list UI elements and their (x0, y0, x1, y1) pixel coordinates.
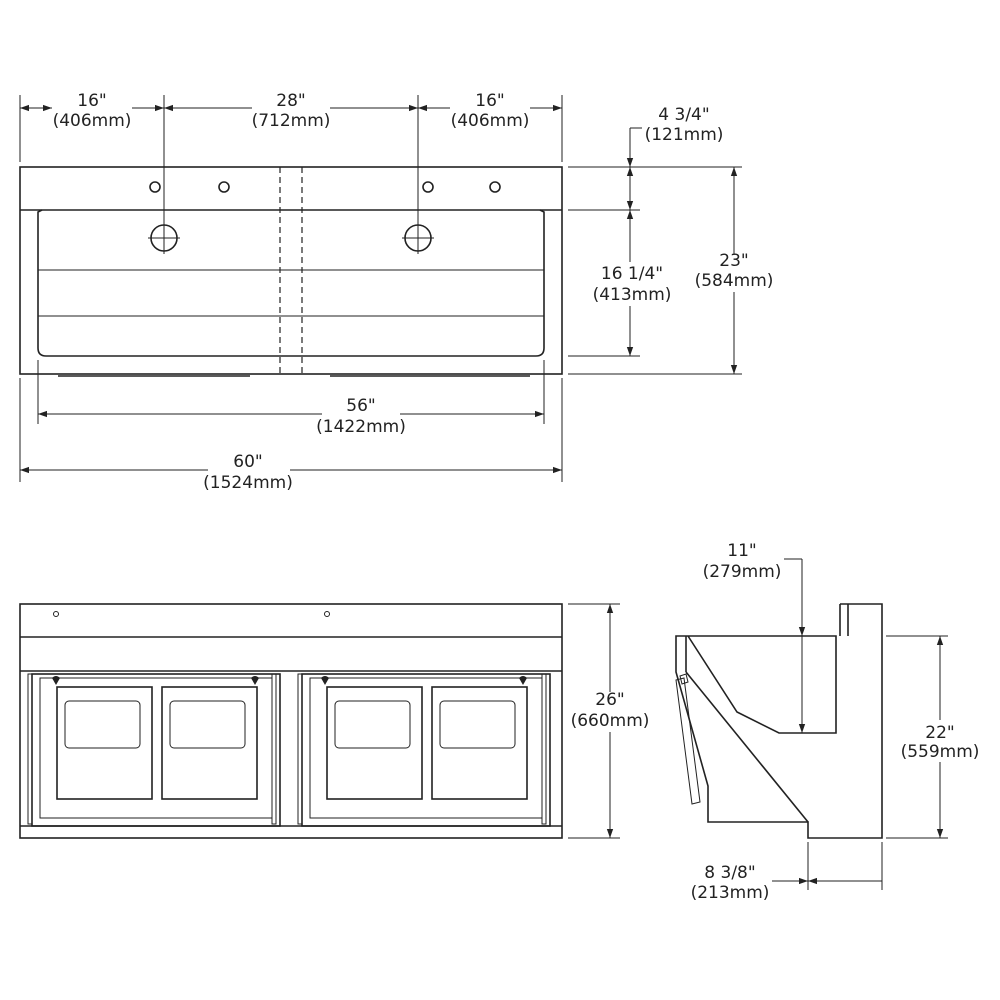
dim-front-height-mm: (660mm) (571, 711, 650, 731)
front-outline (19, 603, 563, 839)
dim-depth-mm: (584mm) (695, 271, 774, 291)
access-panel (431, 686, 528, 800)
mount-hole-icon (324, 611, 330, 617)
sensor-icon (52, 676, 60, 685)
dim-side-bottom-inches: 8 3/8" (704, 863, 755, 883)
dim-back-inches: 4 3/4" (658, 105, 709, 125)
access-panel (56, 686, 153, 800)
dim-left-mm: (406mm) (53, 111, 132, 131)
dim-side-bottom-mm: (213mm) (691, 883, 770, 903)
dim-side-top-mm: (279mm) (703, 562, 782, 582)
dim-side-top-inches: 11" (727, 541, 756, 561)
dim-center-mm: (712mm) (252, 111, 331, 131)
dim-inner-mm: (1422mm) (316, 417, 406, 437)
top-view: 16" (406mm) 28" (712mm) 16" (406mm) 4 3/… (19, 91, 774, 493)
dim-side-height-mm: (559mm) (901, 742, 980, 762)
faucet-hole-icon (149, 181, 161, 193)
dim-basin-mm: (413mm) (593, 285, 672, 305)
dim-left-inches: 16" (77, 91, 106, 111)
basin-outline (37, 209, 545, 357)
sensor-icon (321, 676, 329, 685)
side-view: 11" (279mm) 22" (559mm) 8 3/8" (213mm) (675, 541, 980, 903)
dim-inner-inches: 56" (346, 396, 375, 416)
dim-right-mm: (406mm) (451, 111, 530, 131)
dim-back-mm: (121mm) (645, 125, 724, 145)
dim-basin-inches: 16 1/4" (601, 264, 663, 284)
dim-right-inches: 16" (475, 91, 504, 111)
front-view: 26" (660mm) (19, 603, 650, 839)
faucet-hole-icon (422, 181, 434, 193)
faucet-hole-icon (489, 181, 501, 193)
access-panel (326, 686, 423, 800)
dim-side-height-inches: 22" (925, 723, 954, 743)
sensor-icon (519, 676, 527, 685)
dim-front-height-inches: 26" (595, 690, 624, 710)
dim-overall-inches: 60" (233, 452, 262, 472)
dim-center-inches: 28" (276, 91, 305, 111)
mount-hole-icon (53, 611, 59, 617)
sink-outline (19, 166, 563, 375)
faucet-hole-icon (218, 181, 230, 193)
access-panel (161, 686, 258, 800)
side-profile (675, 603, 883, 839)
sensor-icon (251, 676, 259, 685)
dim-overall-mm: (1524mm) (203, 473, 293, 493)
dim-depth-inches: 23" (719, 251, 748, 271)
